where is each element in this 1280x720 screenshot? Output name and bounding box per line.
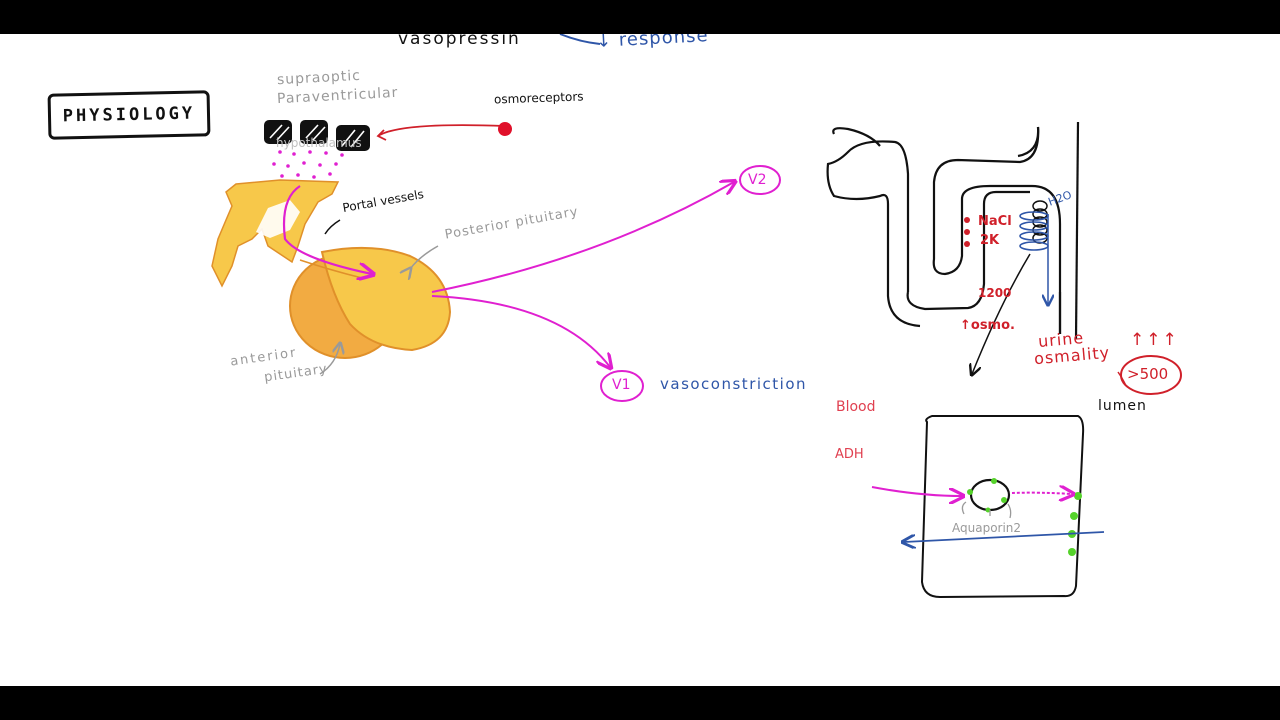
gt500-circle: [1120, 355, 1182, 395]
osmoreceptor-line: [377, 124, 506, 137]
secretory-dots: [272, 150, 344, 179]
posterior-pointer: [410, 245, 439, 269]
osmoreceptor-dot: [498, 122, 512, 136]
up-arrows-label: ↑↑↑: [1130, 330, 1179, 350]
adh-arrow: [871, 486, 962, 496]
nacl-dots: [964, 217, 970, 247]
water-reabsorption-arrow: [904, 531, 1105, 542]
page-title: PHYSIOLOGY: [47, 90, 211, 140]
v2-arrow: [431, 182, 734, 293]
two-k-label: 2K: [980, 233, 1000, 248]
hypothalamus-label: hypothalamus: [276, 136, 362, 150]
v2-label: V2: [748, 172, 767, 188]
water-out-arrow: [972, 253, 1031, 374]
hypothalamus-nuclei: [264, 120, 370, 151]
lumen-label: lumen: [1098, 398, 1147, 414]
blood-label: Blood: [836, 399, 876, 415]
aquaporin2-label: Aquaporin2: [952, 521, 1022, 535]
principal-cell: [920, 415, 1085, 599]
portal-vessels-pointer: [324, 219, 341, 235]
portal-flow-arrow: [282, 185, 372, 274]
v1-label: V1: [612, 377, 631, 393]
top-response-arrow: [559, 34, 601, 45]
gt500-label: >500: [1127, 365, 1169, 383]
top-vasopressin-label: vasopressin: [398, 34, 521, 49]
anterior-pointer: [319, 344, 340, 375]
posterior-lobe: [320, 246, 452, 352]
stalk-inner: [256, 200, 300, 238]
nephron: [826, 121, 1080, 340]
whiteboard: vasopressin ↓ response PHYSIOLOGY suprao…: [0, 34, 1280, 686]
aquaporin-vesicle: [969, 478, 1011, 512]
v2-receptor-circle: [739, 165, 781, 195]
v1-receptor-circle: [600, 370, 644, 402]
v1-arrow: [431, 295, 610, 367]
vesicle-to-membrane-arrow: [1011, 493, 1072, 494]
aquaporin-pointers: [961, 501, 1012, 519]
pituitary-gland: [211, 179, 452, 359]
value-1200-label: 1200: [978, 286, 1012, 300]
green-channels: [967, 478, 1082, 556]
adh-label: ADH: [835, 447, 864, 462]
vasoconstriction-label: vasoconstriction: [660, 375, 808, 393]
nacl-label: NaCl: [978, 214, 1012, 229]
up-osmo-label: ↑osmo.: [960, 318, 1015, 333]
physiology-diagram: [211, 34, 1182, 599]
